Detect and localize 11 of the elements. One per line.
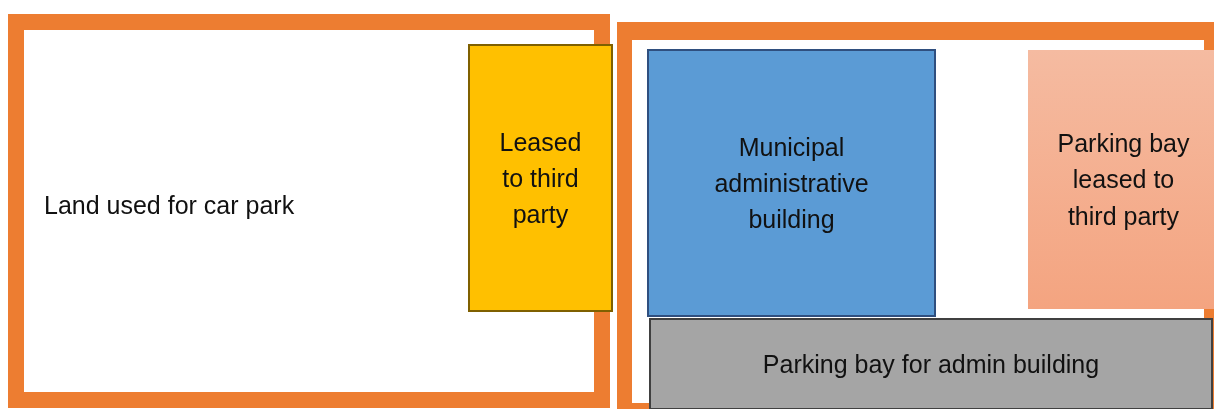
leased-parking-area [1028,50,1214,309]
building-area [647,49,936,317]
plot-frame [617,22,1214,409]
area-label: Leased to third party [498,126,583,231]
area-label: Parking bay for admin building [762,348,1100,380]
area-label: Parking bay leased to third party [1056,128,1191,232]
area-label: Land used for car park [44,190,295,220]
leased-area [468,44,613,312]
parking-area [649,318,1213,409]
area-label: Municipal administrative building [713,131,870,236]
plot-frame [8,14,610,408]
